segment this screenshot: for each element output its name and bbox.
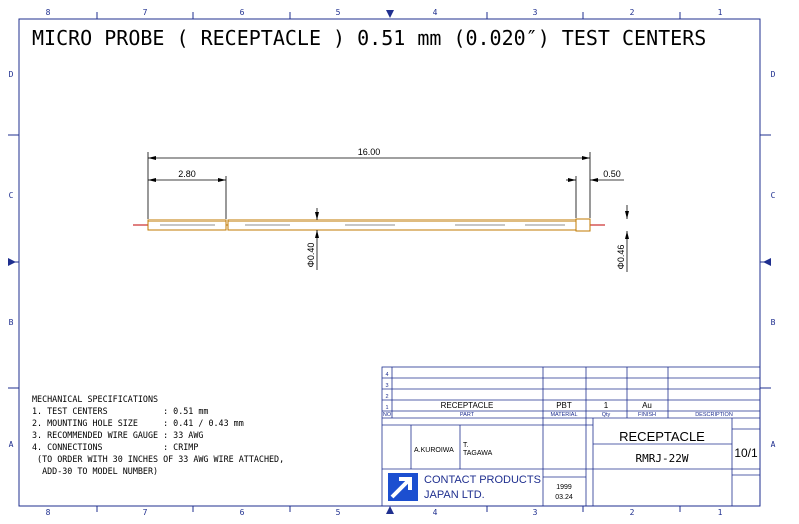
checker-name-line2: TAGAWA [463,450,493,457]
center-mark-right-icon [763,258,771,266]
company-name-line2: JAPAN LTD. [424,489,485,501]
spec-line: 3. RECOMMENDED WIRE GAUGE : 33 AWG [32,430,203,440]
frame-row-label: C [9,191,14,200]
spec-line: 4. CONNECTIONS : CRIMP [32,442,198,452]
dim-sleeve-length: 2.80 [178,169,196,179]
mechanical-specifications: MECHANICAL SPECIFICATIONS 1. TEST CENTER… [32,394,284,476]
drawing-scale: 10/1 [734,446,758,460]
parts-row-number: 1 [385,405,388,411]
frame-column-label: 6 [240,8,245,17]
header-material: MATERIAL [550,412,577,418]
spec-line: 2. MOUNTING HOLE SIZE : 0.41 / 0.43 mm [32,418,244,428]
arrow-icon [390,477,412,499]
spec-line: ADD-30 TO MODEL NUMBER) [32,466,158,476]
part-qty: 1 [604,401,609,410]
drawing-title: MICRO PROBE ( RECEPTACLE ) 0.51 mm (0.02… [32,26,706,50]
frame-row-label: A [771,440,776,449]
center-mark-top-icon [386,10,394,18]
frame-column-label: 5 [336,8,341,17]
center-mark-bottom-icon [386,506,394,514]
header-qty: Qty [602,412,611,418]
date-year: 1999 [556,484,572,491]
product-name: RECEPTACLE [619,429,705,444]
frame-column-label: 5 [336,508,341,517]
frame-column-label: 6 [240,508,245,517]
part-finish: Au [642,401,652,410]
parts-row-number: 3 [385,383,388,389]
header-finish: FINISH [638,412,656,418]
frame-column-label: 8 [46,508,51,517]
checker-name-line1: T. [463,442,469,449]
specs-heading: MECHANICAL SPECIFICATIONS [32,394,158,404]
frame-column-label: 1 [718,508,723,517]
frame-column-label: 3 [533,8,538,17]
frame-row-label: B [771,318,776,327]
dim-tip-length: 0.50 [603,169,621,179]
part-material: PBT [556,401,572,410]
parts-row-number: 4 [385,372,388,378]
probe-tip [575,218,591,232]
frame-column-label: 3 [533,508,538,517]
frame-row-label: C [771,191,776,200]
frame-column-label: 4 [433,8,438,17]
probe-drawing [133,218,605,232]
model-number: RMRJ-22W [636,452,689,465]
date-month-day: 03.24 [555,494,573,501]
frame-row-label: D [9,70,14,79]
drafter-name: A.KUROIWA [414,447,454,454]
frame-column-label: 1 [718,8,723,17]
frame-row-label: D [771,70,776,79]
frame-column-label: 2 [630,8,635,17]
frame-row-label: B [9,318,14,327]
part-name: RECEPTACLE [441,401,494,410]
frame-column-label: 2 [630,508,635,517]
center-mark-left-icon [8,258,16,266]
frame-row-label: A [9,440,14,449]
header-description: DESCRIPTION [695,412,733,418]
title-block: 4 3 2 1 NO PART MATERIAL Qty FINISH DESC… [381,366,761,507]
spec-line: 1. TEST CENTERS : 0.51 mm [32,406,208,416]
frame-column-label: 7 [143,8,148,17]
frame-column-label: 7 [143,508,148,517]
company-logo [388,473,418,501]
dim-tip-diameter: Φ0.46 [616,245,626,270]
spec-line: (TO ORDER WITH 30 INCHES OF 33 AWG WIRE … [32,454,284,464]
header-no: NO [383,412,392,418]
frame-column-label: 4 [433,508,438,517]
dim-body-diameter: Φ0.40 [306,243,316,268]
header-part: PART [460,412,475,418]
frame-column-label: 8 [46,8,51,17]
parts-row-number: 2 [385,394,388,400]
dim-overall-length: 16.00 [358,147,381,157]
company-name-line1: CONTACT PRODUCTS [424,474,541,486]
